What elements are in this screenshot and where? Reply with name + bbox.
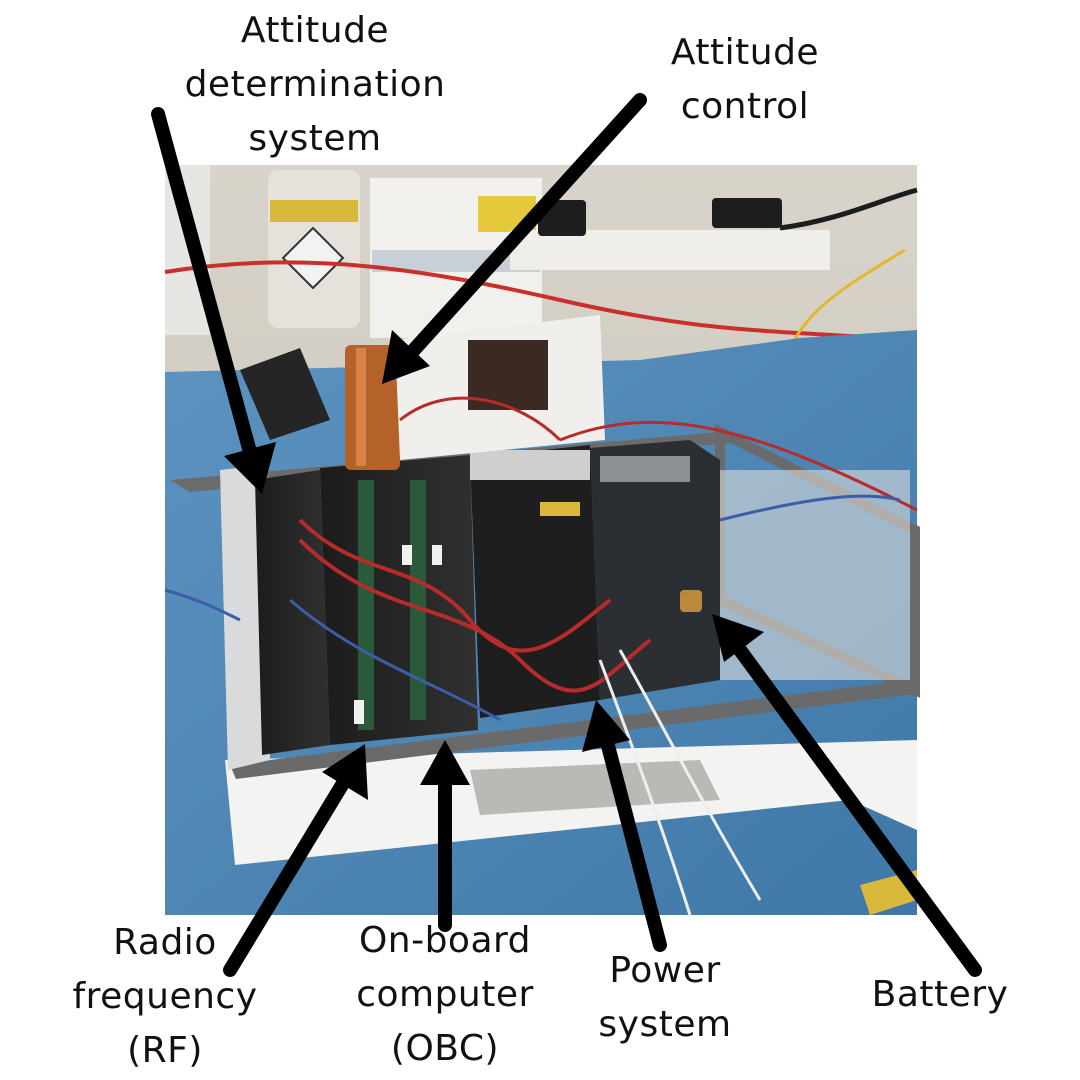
label-attitude-control: Attitude control bbox=[640, 26, 850, 134]
arrow-attitude-control bbox=[382, 93, 647, 384]
label-line: determination bbox=[184, 64, 446, 105]
label-line: computer bbox=[356, 974, 534, 1015]
label-line: Power bbox=[609, 950, 721, 991]
label-line: (OBC) bbox=[390, 1028, 500, 1069]
arrow-battery bbox=[712, 614, 982, 977]
arrow-power-system bbox=[582, 700, 667, 952]
label-battery: Battery bbox=[850, 968, 1030, 1022]
label-line: Attitude bbox=[240, 10, 390, 51]
arrow-on-board-computer bbox=[420, 740, 470, 932]
label-line: Radio bbox=[113, 922, 217, 963]
label-line: control bbox=[680, 86, 810, 127]
label-line: On-board bbox=[358, 920, 532, 961]
arrow-attitude-determination bbox=[151, 107, 276, 494]
arrows bbox=[151, 93, 982, 977]
label-on-board-computer: On-board computer (OBC) bbox=[330, 914, 560, 1076]
label-line: Battery bbox=[871, 974, 1009, 1015]
label-attitude-determination-system: Attitude determination system bbox=[150, 4, 480, 166]
label-radio-frequency: Radio frequency (RF) bbox=[40, 916, 290, 1078]
label-line: Attitude bbox=[670, 32, 820, 73]
label-line: system bbox=[598, 1004, 732, 1045]
label-power-system: Power system bbox=[570, 944, 760, 1052]
label-line: (RF) bbox=[127, 1030, 203, 1071]
label-line: frequency bbox=[72, 976, 258, 1017]
photo bbox=[164, 165, 920, 916]
label-line: system bbox=[248, 118, 382, 159]
arrow-radio-frequency bbox=[223, 744, 368, 977]
